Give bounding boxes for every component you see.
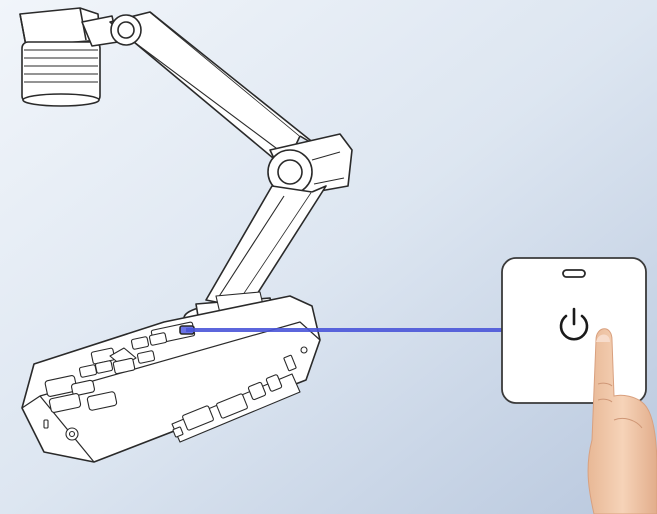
camera-base bbox=[21, 295, 321, 463]
document-camera bbox=[19, 7, 353, 463]
power-icon bbox=[559, 307, 589, 341]
indicator-light-icon bbox=[562, 269, 586, 278]
elbow-joint bbox=[267, 133, 353, 197]
power-button-panel bbox=[501, 257, 647, 404]
side-ports bbox=[171, 346, 308, 443]
pointing-finger-icon bbox=[587, 328, 657, 514]
front-ports bbox=[43, 419, 79, 441]
power-button-callout bbox=[501, 257, 647, 404]
lower-arm bbox=[205, 185, 327, 307]
